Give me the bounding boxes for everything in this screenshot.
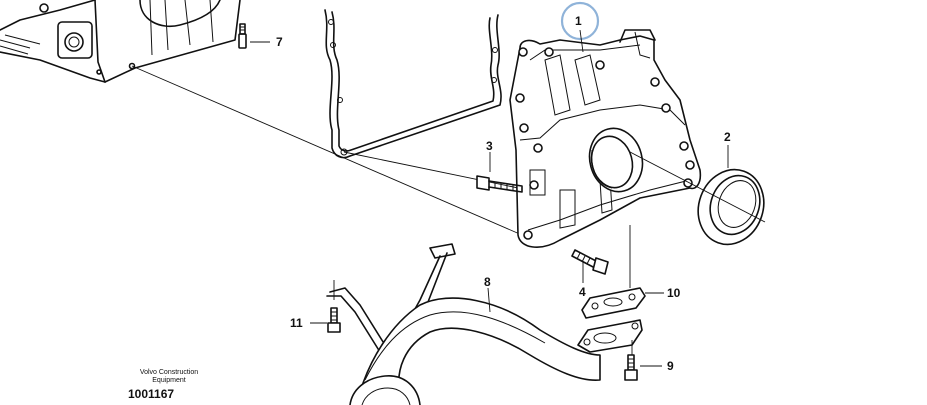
seal-housing [509, 29, 702, 248]
alignment-line-seal [629, 151, 766, 223]
part-1-highlight-circle [560, 1, 600, 41]
part-label-1: 1 [575, 14, 582, 28]
part-label-10: 10 [667, 286, 681, 300]
document-number: 1001167 [128, 387, 175, 401]
alignment-line-gasket [343, 151, 529, 191]
crankshaft-seal [697, 168, 765, 246]
gasket-10 [581, 287, 646, 319]
leader-1 [579, 29, 584, 53]
bolt-9 [624, 354, 638, 381]
publisher-line-1: Volvo Construction [139, 369, 199, 376]
alignment-line-block [131, 65, 523, 236]
part-label-8: 8 [484, 275, 491, 289]
timing-cover-gasket [324, 9, 502, 159]
tube-flange [577, 319, 643, 353]
part-label-4: 4 [579, 285, 586, 299]
bolt-11 [327, 307, 341, 333]
oil-pickup-tube [326, 243, 601, 405]
bolt-7 [238, 23, 247, 49]
leader-8 [487, 287, 491, 313]
part-label-9: 9 [667, 359, 674, 373]
publisher-line-2: Equipment [152, 377, 186, 384]
bolt-3 [476, 175, 523, 193]
part-label-2: 2 [724, 130, 731, 144]
engine-block [0, 0, 241, 83]
part-label-11: 11 [290, 316, 303, 330]
bolt-4 [571, 249, 609, 275]
part-label-7: 7 [276, 35, 283, 49]
part-label-3: 3 [486, 139, 493, 153]
publisher-credit: Volvo Construction Equipment [126, 369, 212, 385]
